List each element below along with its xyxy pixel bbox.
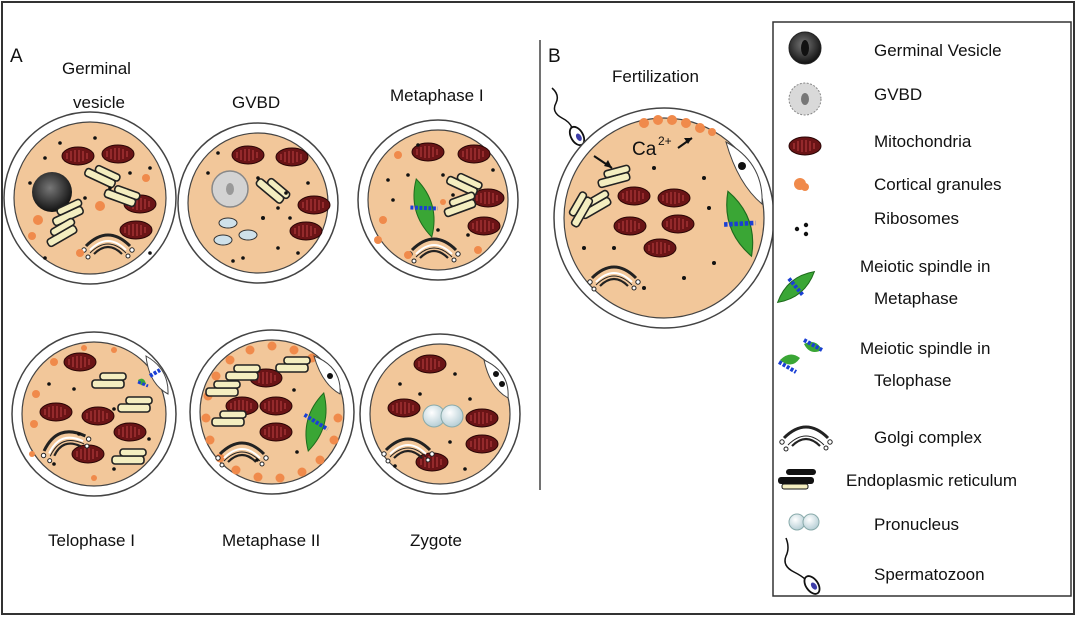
panel-b-label: B — [548, 46, 561, 67]
oocyte-germinal-vesicle — [3, 111, 177, 285]
legend-label-spermatozoon: Spermatozoon — [874, 565, 985, 584]
legend-label-cortical-granules: Cortical granules — [874, 175, 1002, 194]
stage-label-telophase-1: Telophase I — [48, 531, 135, 550]
legend-label-mitochondria: Mitochondria — [874, 132, 972, 151]
legend-label-ribosomes: Ribosomes — [874, 209, 959, 228]
er-icon — [778, 469, 816, 490]
legend-label-golgi: Golgi complex — [874, 428, 982, 447]
oocyte-metaphase-2 — [189, 329, 355, 495]
legend-label-metaphase-spindle-1: Meiotic spindle in — [860, 257, 990, 276]
legend: Germinal Vesicle GVBD Mitochondria Corti… — [776, 31, 1017, 598]
calcium-label: Ca — [632, 139, 657, 160]
legend-box — [772, 21, 1072, 597]
legend-label-gvbd: GVBD — [874, 85, 922, 104]
legend-label-telophase-spindle-2: Telophase — [874, 371, 952, 390]
stage-label-metaphase-1: Metaphase I — [390, 86, 484, 105]
legend-label-telophase-spindle-1: Meiotic spindle in — [860, 339, 990, 358]
legend-label-metaphase-spindle-2: Metaphase — [874, 289, 958, 308]
oocyte-fertilization — [553, 107, 775, 329]
panel-a-label: A — [10, 46, 23, 67]
stage-label-germinal: Germinal — [62, 59, 131, 78]
pronucleus-icon — [788, 513, 820, 531]
germinal-vesicle — [32, 172, 72, 212]
oocyte-telophase-1 — [11, 331, 177, 497]
spermatozoon-icon — [784, 537, 824, 598]
telophase-spindle-icon — [777, 338, 823, 374]
calcium-superscript: 2+ — [658, 134, 672, 148]
metaphase-spindle-icon — [776, 270, 816, 304]
legend-label-er: Endoplasmic reticulum — [846, 471, 1017, 490]
stage-label-zygote: Zygote — [410, 531, 462, 550]
gvbd-icon — [788, 82, 822, 116]
ribosome-icon — [794, 222, 809, 237]
zygote — [359, 333, 521, 495]
stage-label-gvbd: GVBD — [232, 93, 280, 112]
legend-label-germinal-vesicle: Germinal Vesicle — [874, 41, 1002, 60]
stage-label-metaphase-2: Metaphase II — [222, 531, 320, 550]
fertilization-title: Fertilization — [612, 67, 699, 86]
pronucleus — [440, 404, 464, 428]
oocyte-metaphase-1 — [357, 119, 519, 281]
oocyte-gvbd — [177, 122, 339, 284]
legend-label-pronucleus: Pronucleus — [874, 515, 959, 534]
germinal-vesicle-icon — [788, 31, 822, 65]
fertilization-sperm — [551, 87, 589, 149]
cortical-granule-exocytosis — [639, 115, 716, 136]
stage-label-vesicle: vesicle — [73, 93, 125, 112]
cortical-granule-icon — [794, 178, 809, 191]
mitochondria-icon — [788, 136, 822, 156]
